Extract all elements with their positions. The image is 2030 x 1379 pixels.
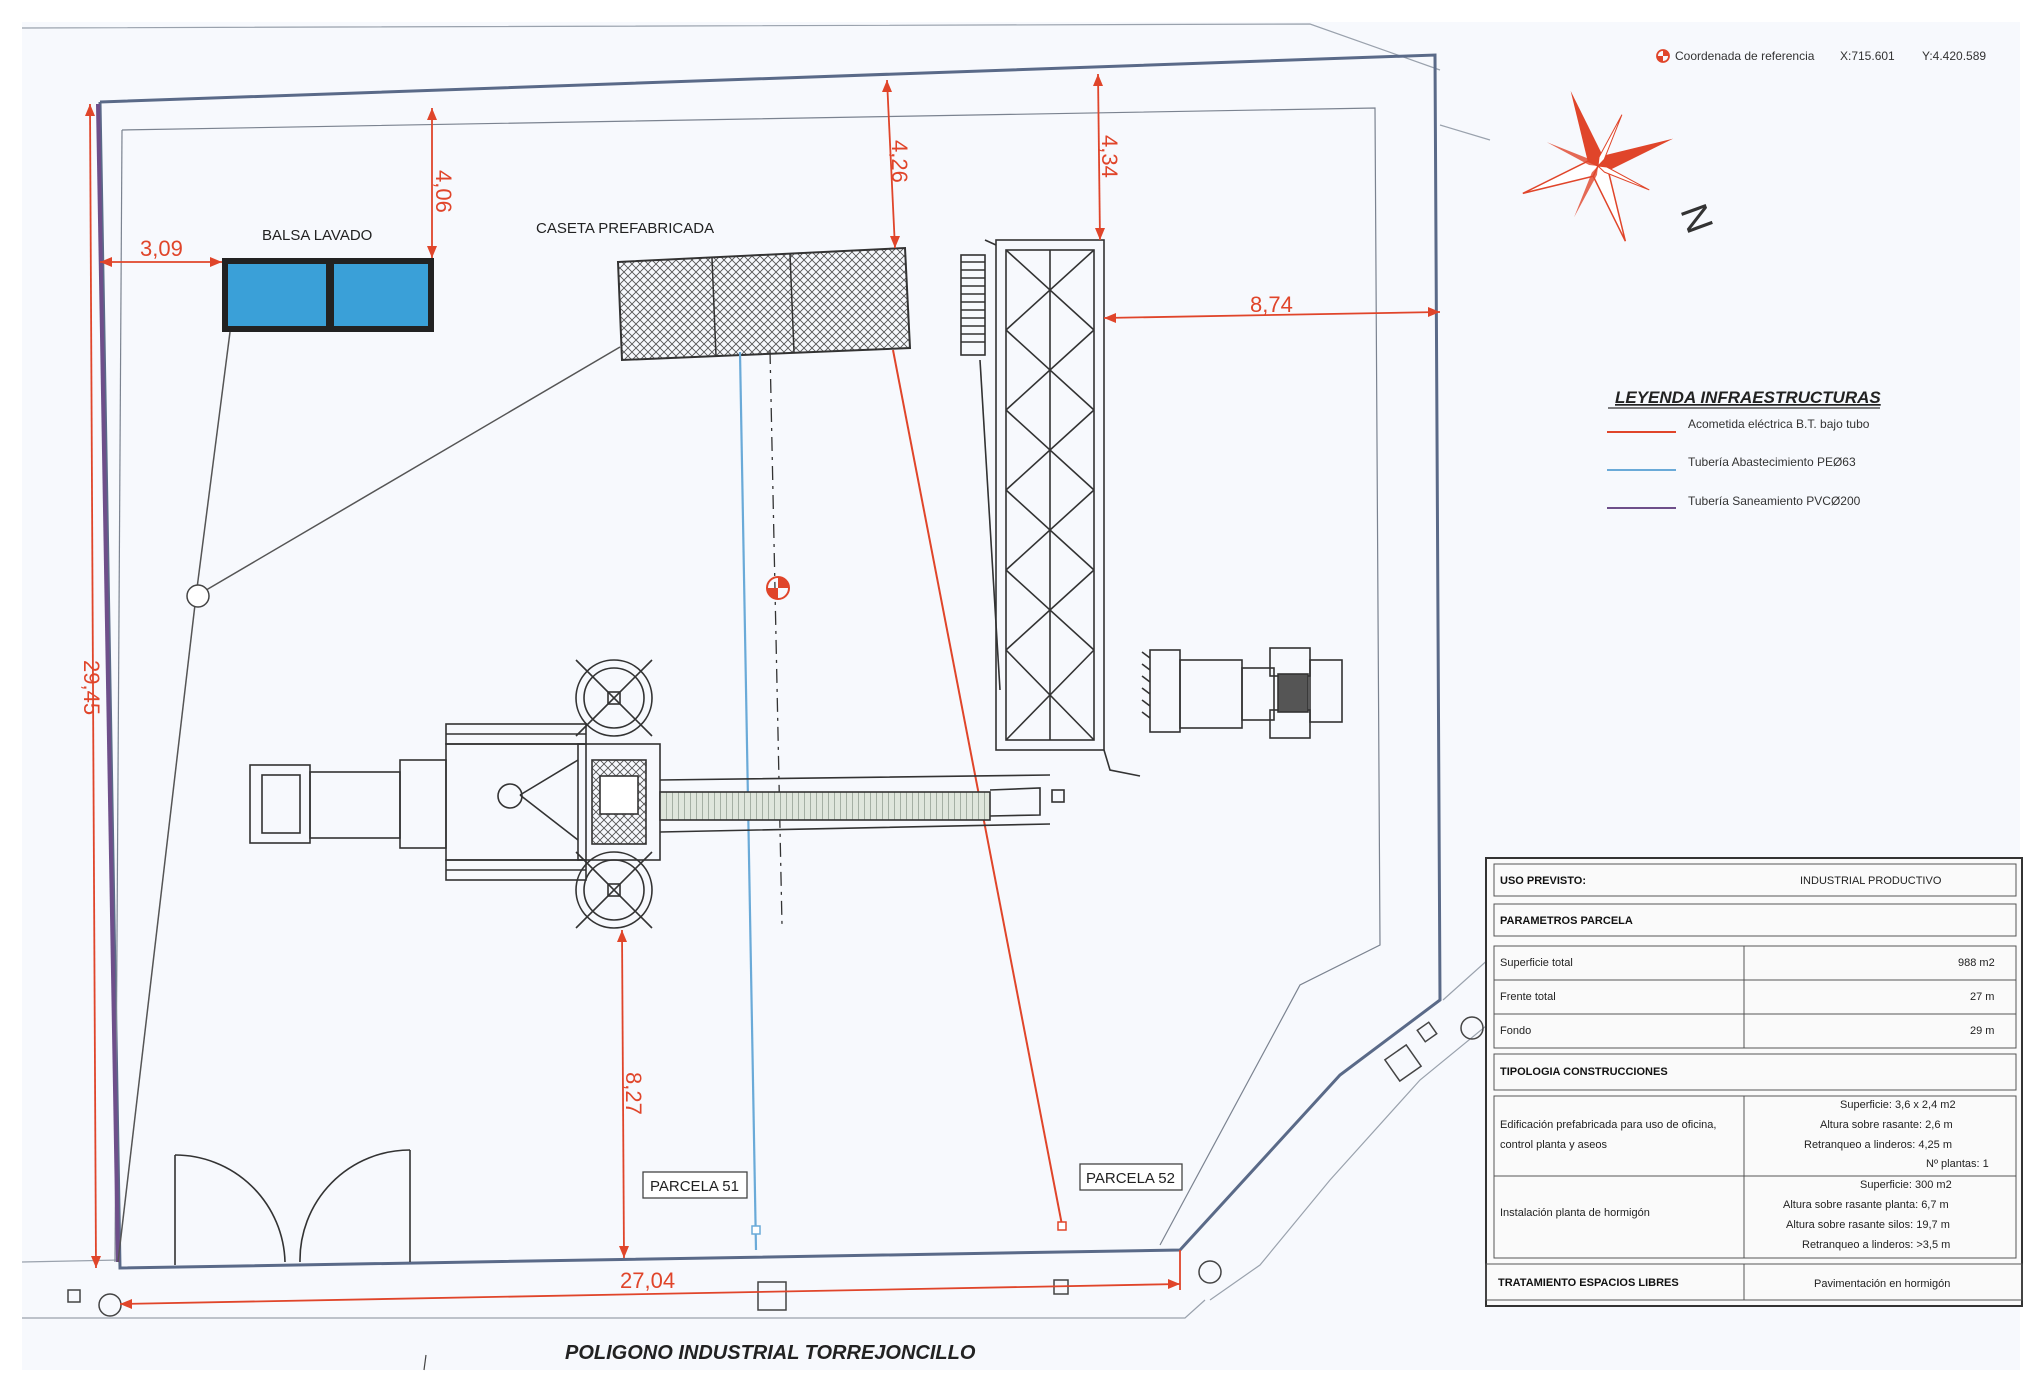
dimension-lines: [89, 73, 1441, 1305]
wheel-loader: [1141, 647, 1343, 739]
dim-8-74: 8,74: [1250, 292, 1293, 317]
dim-27-04: 27,04: [620, 1268, 675, 1293]
edif-value-2: Retranqueo a linderos: 4,25 m: [1804, 1139, 1952, 1151]
manhole-1: [186, 584, 210, 608]
edif-label-1: Edificación prefabricada para uso de ofi…: [1500, 1119, 1716, 1131]
edif-value-0: Superficie: 3,6 x 2,4 m2: [1840, 1099, 1956, 1111]
tratamiento-label: TRATAMIENTO ESPACIOS LIBRES: [1498, 1277, 1679, 1289]
planta-value-1: Altura sobre rasante planta: 6,7 m: [1783, 1199, 1949, 1211]
parameters-table: USO PREVISTO: INDUSTRIAL PRODUCTIVO PARA…: [1485, 857, 2023, 1307]
reference-coordinate-label: Coordenada de referencia: [1675, 49, 1815, 63]
parcela-51-label: PARCELA 51: [650, 1178, 739, 1195]
parcela-52-label: PARCELA 52: [1086, 1170, 1175, 1187]
param-fondo-label: Fondo: [1500, 1025, 1531, 1037]
dim-4-26: 4,26: [887, 140, 912, 183]
reference-coordinate: Coordenada de referencia X:715.601 Y:4.4…: [1656, 49, 1986, 63]
balsa-lavado: [222, 258, 434, 332]
dimension-arrows: [85, 74, 1440, 1309]
legend-item-sewer-label: Tubería Saneamiento PVCØ200: [1688, 494, 1861, 508]
plot-boundary: [98, 53, 1442, 1270]
caseta-prefabricada: [616, 246, 912, 362]
sewer-line-left: [96, 103, 120, 1263]
reference-coordinate-y: Y:4.420.589: [1922, 49, 1986, 63]
tratamiento-value: Pavimentación en hormigón: [1814, 1278, 1950, 1290]
parcela-51-box: PARCELA 51: [642, 1171, 748, 1199]
sewer-connections: [117, 331, 621, 1263]
param-frente-value: 27 m: [1970, 991, 1994, 1003]
parametros-label: PARAMETROS PARCELA: [1500, 915, 1633, 927]
caseta-label: CASETA PREFABRICADA: [536, 220, 714, 237]
concrete-batching-plant: [249, 659, 1065, 929]
param-superficie-value: 988 m2: [1958, 957, 1995, 969]
setback-line: [121, 107, 1381, 1246]
edif-value-3: Nº plantas: 1: [1926, 1158, 1989, 1170]
tick-mark: [423, 1354, 427, 1371]
edif-label-2: control planta y aseos: [1500, 1139, 1608, 1151]
balsa-label: BALSA LAVADO: [262, 227, 372, 244]
legend-item-water-label: Tubería Abastecimiento PEØ63: [1688, 455, 1856, 469]
dim-8-27: 8,27: [621, 1072, 646, 1115]
water-marker: [751, 1225, 761, 1235]
electric-line: [892, 349, 1063, 1226]
electric-marker: [1057, 1221, 1067, 1231]
reference-point-icon: [766, 576, 790, 600]
uso-label: USO PREVISTO:: [1500, 875, 1586, 887]
tipologia-label: TIPOLOGIA CONSTRUCCIONES: [1500, 1066, 1668, 1078]
reference-coordinate-x: X:715.601: [1840, 49, 1895, 63]
param-frente-label: Frente total: [1500, 991, 1556, 1003]
legend-item-sewer: Tubería Saneamiento PVCØ200: [1607, 494, 1861, 509]
dim-4-34: 4,34: [1097, 135, 1122, 178]
dim-4-06: 4,06: [431, 170, 456, 213]
entrance-gate: [174, 1149, 411, 1265]
planta-value-3: Retranqueo a linderos: >3,5 m: [1802, 1239, 1950, 1251]
legend: LEYENDA INFRAESTRUCTURAS Acometida eléct…: [1607, 388, 1881, 509]
poligono-title: POLIGONO INDUSTRIAL TORREJONCILLO: [565, 1342, 976, 1364]
dim-29-45: 29,45: [79, 660, 104, 715]
legend-item-electric: Acometida eléctrica B.T. bajo tubo: [1607, 417, 1870, 433]
dim-3-09: 3,09: [140, 236, 183, 261]
legend-item-water: Tubería Abastecimiento PEØ63: [1607, 455, 1856, 471]
uso-value: INDUSTRIAL PRODUCTIVO: [1800, 875, 1942, 887]
planta-label: Instalación planta de hormigón: [1500, 1207, 1650, 1219]
parcela-52-box: PARCELA 52: [1079, 1163, 1183, 1191]
param-superficie-label: Superficie total: [1500, 957, 1573, 969]
param-fondo-value: 29 m: [1970, 1025, 1994, 1037]
edif-value-1: Altura sobre rasante: 2,6 m: [1820, 1119, 1953, 1131]
legend-item-electric-label: Acometida eléctrica B.T. bajo tubo: [1688, 417, 1870, 431]
planta-value-2: Altura sobre rasante silos: 19,7 m: [1786, 1219, 1950, 1231]
aggregate-hopper-structure: [960, 239, 1141, 777]
compass-rose-icon: [1522, 90, 1674, 242]
planta-value-0: Superficie: 300 m2: [1860, 1179, 1952, 1191]
reference-coordinate-icon: [1656, 49, 1670, 63]
legend-title: LEYENDA INFRAESTRUCTURAS: [1615, 388, 1881, 407]
